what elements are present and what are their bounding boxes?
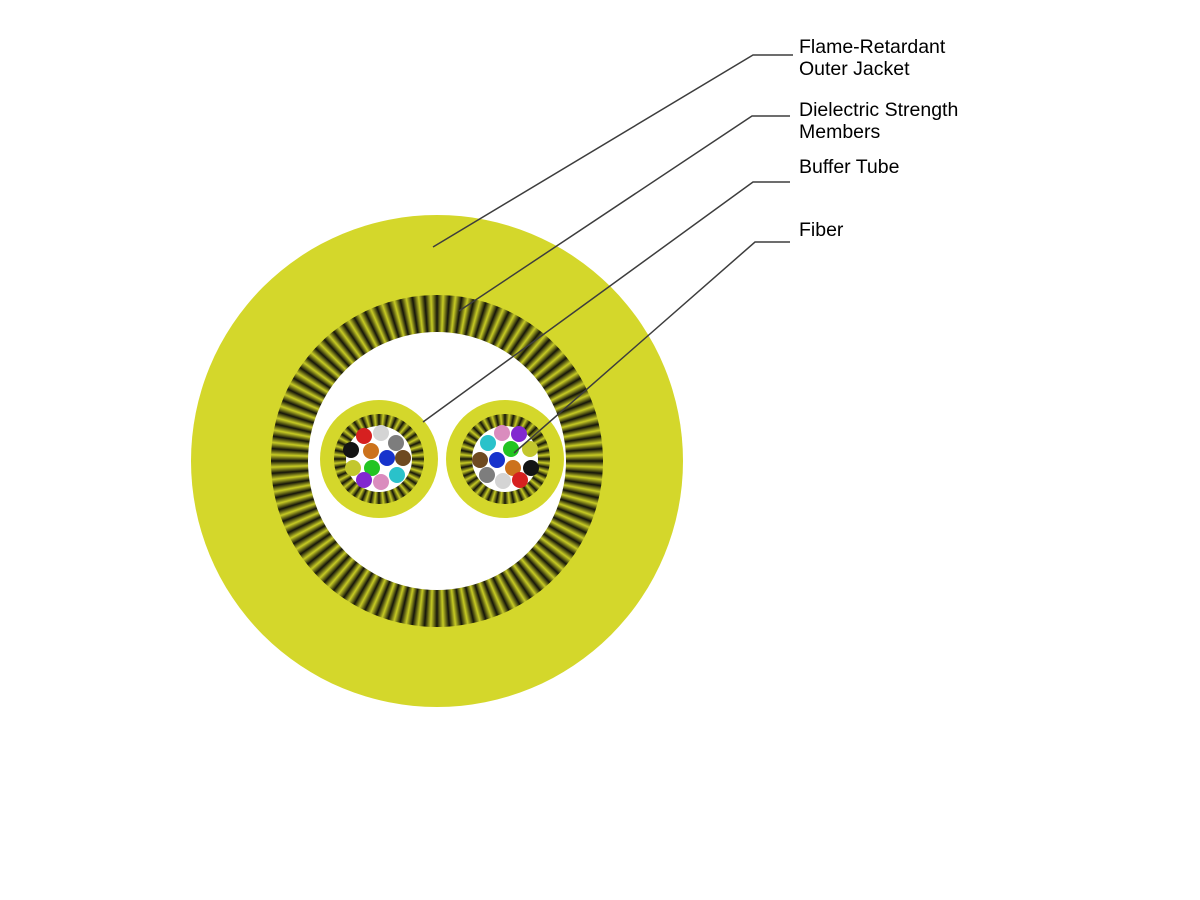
label-fiber: Fiber: [799, 219, 844, 241]
label-strength-members: Dielectric Strength Members: [799, 99, 959, 143]
buffer-tube-2-fiber-rose: [494, 425, 510, 441]
buffer-tube-2-fiber-black: [523, 460, 539, 476]
buffer-tube-1-fiber-brown: [395, 450, 411, 466]
buffer-tube-2-fiber-yellow: [522, 441, 538, 457]
buffer-tube-1-fiber-aqua: [389, 467, 405, 483]
buffer-tube-1-fiber-rose: [373, 474, 389, 490]
label-buffer-tube: Buffer Tube: [799, 156, 900, 178]
buffer-tube-2-fiber-white: [495, 473, 511, 489]
buffer-tube-1-fiber-yellow: [345, 460, 361, 476]
buffer-tube-2-fiber-violet: [511, 426, 527, 442]
buffer-tube-1-fiber-blue: [379, 450, 395, 466]
buffer-tube-1-fiber-red: [356, 428, 372, 444]
buffer-tube-1-fiber-violet: [356, 472, 372, 488]
buffer-tube-2-fiber-green: [503, 441, 519, 457]
buffer-tube-1-fiber-orange: [363, 443, 379, 459]
buffer-tube-1-fiber-white: [373, 425, 389, 441]
buffer-tube-1-fiber-black: [343, 442, 359, 458]
label-outer-jacket: Flame-Retardant Outer Jacket: [799, 36, 946, 80]
buffer-tube-2-fiber-aqua: [480, 435, 496, 451]
buffer-tube-2-fiber-brown: [472, 452, 488, 468]
buffer-tube-1-fiber-green: [364, 460, 380, 476]
leader-outer-jacket: [432, 54, 793, 248]
buffer-tube-1-fiber-slate: [388, 435, 404, 451]
buffer-tube-2-fiber-slate: [479, 467, 495, 483]
buffer-tube-2-fiber-red: [512, 472, 528, 488]
buffer-tube-2-fiber-blue: [489, 452, 505, 468]
